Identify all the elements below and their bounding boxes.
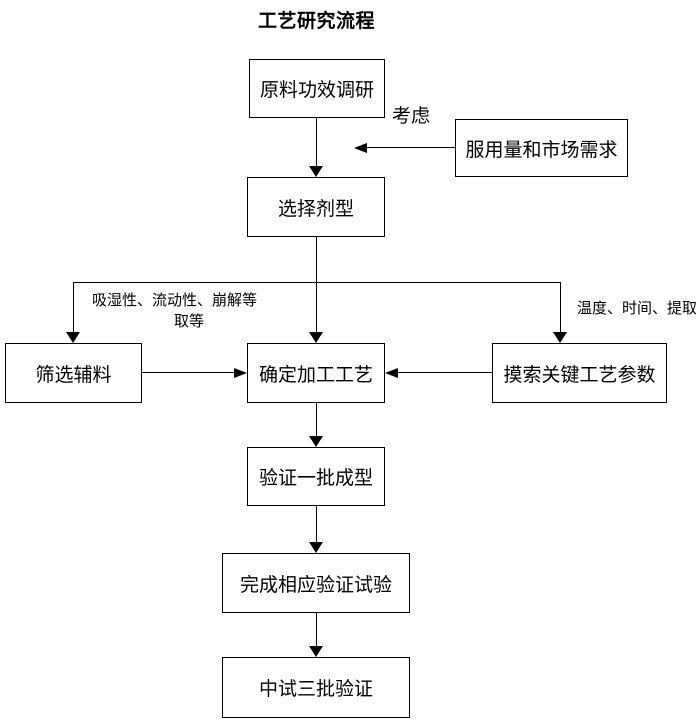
arrow-explore-to-determine-line [398,372,492,373]
node-select-dosage-form: 选择剂型 [247,177,385,237]
arrow-determine-to-verify-head [309,436,323,447]
node-dosage-and-market-demand: 服用量和市场需求 [455,119,628,177]
arrow-screen-to-determine-head [234,368,247,378]
arrow-complete-to-pilot-line [316,613,317,648]
arrow-branch-to-screen-head [66,332,80,343]
edge-label-right-branch: 温度、时间、提取等 [577,300,696,317]
edge-label-consider: 考虑 [392,106,431,127]
arrow-verify-to-complete-line [316,506,317,544]
node-pilot-three-batch-verification: 中试三批验证 [222,657,410,718]
node-verify-one-batch-forming: 验证一批成型 [247,447,385,506]
arrow-explore-to-determine-head [385,368,398,378]
edge-label-left-branch-line2: 取等 [174,313,205,330]
arrow-branch-to-screen-line [73,282,74,333]
edge-label-left-branch-line1: 吸湿性、流动性、崩解等 [92,292,258,309]
branch-horizontal-line [73,282,561,283]
arrow-dosage-to-flow-line [367,147,455,148]
arrow-branch-to-explore-head [553,332,567,343]
arrow-raw-to-select-line [316,118,317,167]
diagram-title: 工艺研究流程 [258,11,376,32]
arrow-branch-to-determine-line [316,282,317,333]
arrow-complete-to-pilot-head [309,646,323,657]
arrow-determine-to-verify-line [316,403,317,437]
arrow-branch-to-determine-head [309,332,323,343]
arrow-dosage-to-flow-head [354,143,367,153]
arrow-branch-to-explore-line [560,282,561,333]
line-select-to-branch [316,237,317,282]
arrow-screen-to-determine-line [142,372,235,373]
arrow-verify-to-complete-head [309,542,323,553]
node-explore-key-process-parameters: 摸索关键工艺参数 [492,343,667,403]
node-determine-processing-technique: 确定加工工艺 [247,343,385,403]
arrow-raw-to-select-head [309,166,323,177]
node-screen-excipients: 筛选辅料 [5,343,142,403]
node-raw-material-efficacy-research: 原料功效调研 [249,59,385,118]
node-complete-verification-tests: 完成相应验证试验 [222,553,410,613]
